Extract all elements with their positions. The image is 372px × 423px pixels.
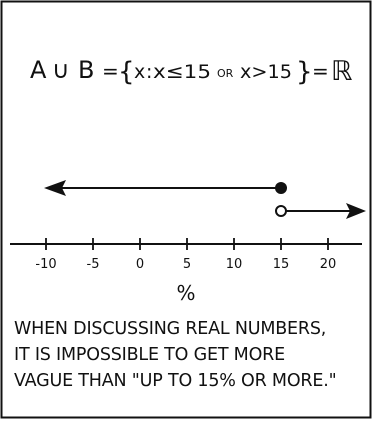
closed-endpoint [275, 182, 287, 194]
left-arrowhead [44, 180, 66, 196]
rays [44, 180, 366, 219]
set-a-label: A [30, 56, 47, 84]
axis-unit-label: % [176, 281, 195, 305]
axis-tick-label: 0 [136, 257, 144, 272]
union-symbol: ∪ [52, 56, 70, 84]
axis-tick-label: 10 [226, 257, 243, 272]
open-endpoint [275, 205, 287, 217]
close-brace: } [296, 57, 313, 87]
equals-sign: = [102, 59, 119, 83]
condition-greater: x>15 [240, 61, 292, 83]
set-equation: A ∪ B = { x : x≤15 OR x>15 } = ℝ [30, 56, 352, 87]
set-variable: x [134, 61, 145, 83]
right-arrowhead [346, 203, 366, 219]
set-b-label: B [78, 56, 94, 84]
axis-tick-label: 15 [273, 257, 290, 272]
caption-line-1: WHEN DISCUSSING REAL NUMBERS, [14, 319, 327, 339]
colon: : [146, 61, 152, 83]
caption-line-2: IT IS IMPOSSIBLE TO GET MORE [14, 345, 285, 365]
condition-less-equal: x≤15 [153, 61, 211, 83]
real-numbers-symbol: ℝ [331, 56, 352, 87]
open-brace: { [118, 57, 135, 87]
number-axis: -10 -5 0 5 10 15 20 [10, 238, 362, 272]
equals-sign-2: = [312, 59, 329, 83]
caption: WHEN DISCUSSING REAL NUMBERS, IT IS IMPO… [14, 316, 364, 394]
or-word: OR [217, 67, 234, 80]
axis-tick-label: 5 [183, 257, 191, 272]
axis-tick-label: -5 [87, 257, 100, 272]
caption-line-3: VAGUE THAN "UP TO 15% OR MORE." [14, 371, 337, 391]
axis-tick-label: -10 [35, 257, 56, 272]
axis-tick-label: 20 [320, 257, 337, 272]
